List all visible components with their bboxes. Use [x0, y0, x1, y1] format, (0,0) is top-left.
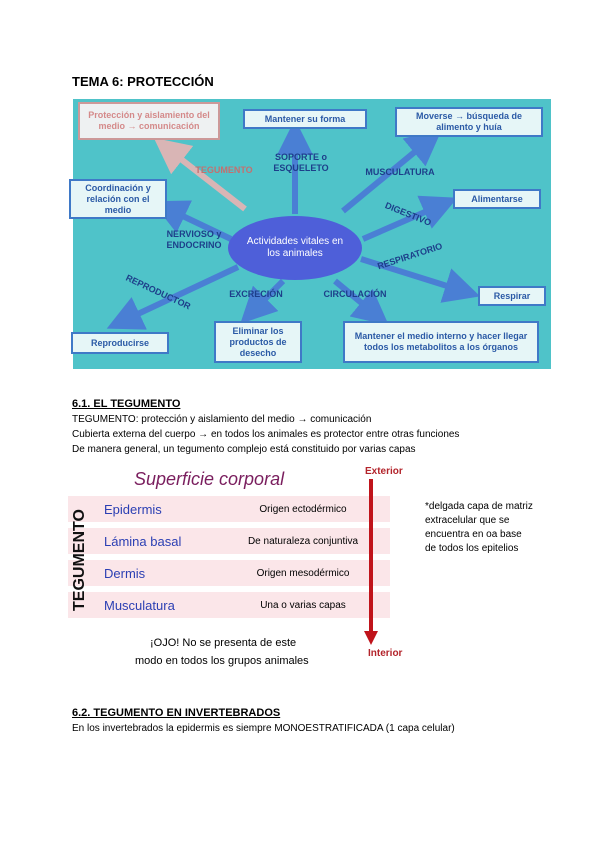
layer-row: Epidermis Origen ectodérmico — [68, 496, 390, 525]
section2-heading: 6.2. TEGUMENTO EN INVERTEBRADOS — [72, 707, 280, 719]
exterior-label: Exterior — [365, 466, 403, 477]
box-coordinacion: Coordinación y relación con el medio — [69, 179, 167, 219]
figure-title: Superficie corporal — [134, 469, 284, 490]
box-reproducirse: Reproducirse — [71, 332, 169, 354]
layer-desc: Origen mesodérmico — [228, 568, 378, 579]
section1-line-2: Cubierta externa del cuerpo → en todos l… — [72, 428, 459, 441]
center-label: Actividades vitales en los animales — [228, 236, 362, 260]
page-title: TEMA 6: PROTECCIÓN — [72, 74, 214, 89]
label-soporte: SOPORTE o ESQUELETO — [261, 152, 341, 174]
section2-line: En los invertebrados la epidermis es sie… — [72, 722, 455, 735]
vertical-label-text: TEGUMENTO — [71, 509, 88, 611]
footnote: *delgada capa de matriz extracelular que… — [425, 500, 535, 556]
warning-line-1: ¡OJO! No se presenta de este — [150, 637, 296, 649]
warning-line-2: modo en todos los grupos animales — [135, 655, 309, 667]
section1-line-3: De manera general, un tegumento complejo… — [72, 443, 416, 456]
vertical-label: TEGUMENTO — [62, 500, 92, 620]
center-bubble: Actividades vitales en los animales — [228, 216, 362, 280]
label-tegumento: TEGUMENTO — [189, 165, 259, 176]
layer-desc: De naturaleza conjuntiva — [228, 536, 378, 547]
box-respirar: Respirar — [478, 286, 546, 306]
layer-row: Dermis Origen mesodérmico — [68, 560, 390, 589]
layer-desc: Una o varias capas — [228, 600, 378, 611]
label-musculatura: MUSCULATURA — [360, 167, 440, 178]
arrow-tegumento — [168, 149, 245, 209]
box-proteccion: Protección y aislamiento del medio → com… — [78, 102, 220, 140]
box-alimentarse: Alimentarse — [453, 189, 541, 209]
box-mantener-forma: Mantener su forma — [243, 109, 367, 129]
box-eliminar: Eliminar los productos de desecho — [214, 321, 302, 363]
slide-diagram: Protección y aislamiento del medio → com… — [73, 99, 551, 369]
layer-desc: Origen ectodérmico — [228, 504, 378, 515]
layer-name: Musculatura — [104, 598, 175, 613]
label-circulacion: CIRCULACIÓN — [307, 289, 403, 300]
label-excrecion: EXCRECIÓN — [216, 289, 296, 300]
layer-name: Epidermis — [104, 502, 162, 517]
interior-label: Interior — [368, 648, 402, 659]
box-moverse: Moverse → búsqueda de alimento y huía — [395, 107, 543, 137]
section1-heading: 6.1. EL TEGUMENTO — [72, 398, 180, 410]
layer-row: Lámina basal De naturaleza conjuntiva — [68, 528, 390, 557]
label-nervioso: NERVIOSO y ENDOCRINO — [153, 229, 235, 251]
box-mantener-medio: Mantener el medio interno y hacer llegar… — [343, 321, 539, 363]
layer-row: Musculatura Una o varias capas — [68, 592, 390, 621]
depth-arrow — [363, 479, 379, 647]
tegument-layers: Epidermis Origen ectodérmico Lámina basa… — [68, 496, 390, 624]
layer-name: Dermis — [104, 566, 145, 581]
section1-line-1: TEGUMENTO: protección y aislamiento del … — [72, 413, 371, 426]
layer-name: Lámina basal — [104, 534, 181, 549]
